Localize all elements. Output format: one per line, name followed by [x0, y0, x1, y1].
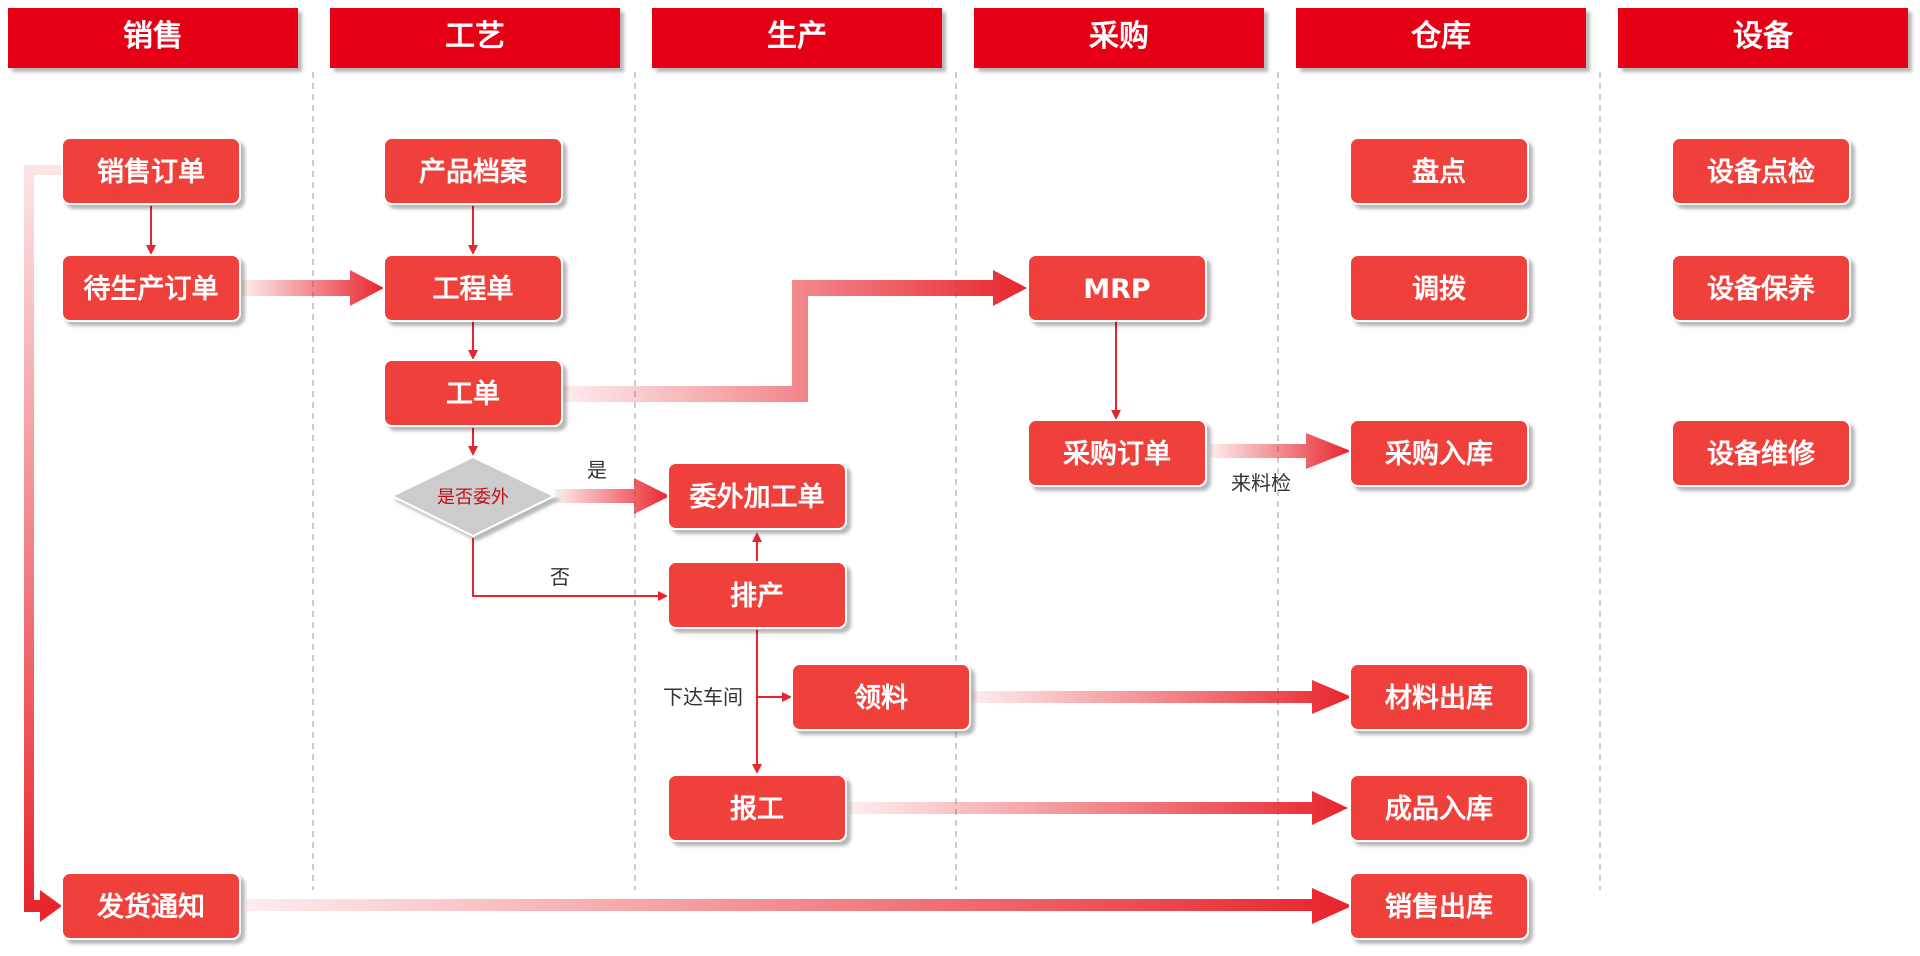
node-sales-outbound: 销售出库 — [1349, 872, 1529, 940]
arrow-workorder-to-mrp — [560, 270, 1027, 402]
arrow-decision-no-to-scheduling — [472, 538, 668, 601]
lane-title-purchasing: 采购 — [1089, 19, 1149, 54]
node-work-report: 报工 — [667, 774, 847, 842]
node-scheduling: 排产 — [667, 561, 847, 629]
arrow-decision-to-outsource — [555, 478, 670, 514]
lane-title-warehouse: 仓库 — [1411, 19, 1471, 54]
node-purchase-inbound: 采购入库 — [1349, 419, 1529, 487]
lane-title-production: 生产 — [767, 19, 827, 54]
node-transfer: 调拨 — [1349, 254, 1529, 322]
node-label: 材料出库 — [1385, 683, 1493, 714]
node-label: 工单 — [446, 379, 500, 410]
node-product-archive: 产品档案 — [383, 137, 563, 205]
node-outsource-order: 委外加工单 — [667, 462, 847, 530]
node-label: 采购入库 — [1385, 439, 1493, 470]
node-work-order: 工单 — [383, 359, 563, 427]
node-finished-inbound: 成品入库 — [1349, 774, 1529, 842]
node-outsource-decision: 是否委外 — [389, 455, 557, 538]
nodes: 销售订单 待生产订单 发货通知 产品档案 工程单 工单 是否委外 — [61, 137, 1851, 940]
lane-header-warehouse: 仓库 — [1296, 8, 1586, 68]
node-label: 排产 — [730, 581, 784, 612]
lane-header-production: 生产 — [652, 8, 942, 68]
edge-label-issue-to-workshop: 下达车间 — [663, 685, 743, 709]
node-label: 工程单 — [433, 274, 514, 305]
arrow-pending-to-engineering — [242, 270, 384, 306]
node-label: 产品档案 — [419, 156, 528, 188]
node-purchase-order: 采购订单 — [1027, 419, 1207, 487]
connectors — [24, 165, 1352, 924]
node-sales-order: 销售订单 — [61, 137, 241, 205]
node-label: 委外加工单 — [690, 482, 825, 513]
node-material-requisition: 领料 — [791, 663, 971, 731]
lane-title-process: 工艺 — [445, 19, 505, 54]
lane-title-equipment: 设备 — [1733, 19, 1794, 54]
node-equipment-maintenance: 设备保养 — [1671, 254, 1851, 322]
edge-label-incoming-inspection: 来料检 — [1231, 471, 1291, 495]
arrow-requisition-to-material-outbound — [972, 680, 1352, 714]
lane-header-equipment: 设备 — [1618, 8, 1908, 68]
node-equipment-repair: 设备维修 — [1671, 419, 1851, 487]
node-label: 销售出库 — [1385, 891, 1493, 923]
lane-headers: 销售 工艺 生产 采购 仓库 设备 — [8, 8, 1908, 68]
lane-header-process: 工艺 — [330, 8, 620, 68]
node-label: 设备维修 — [1707, 439, 1816, 470]
node-label: 成品入库 — [1385, 794, 1493, 825]
node-material-outbound: 材料出库 — [1349, 663, 1529, 731]
node-pending-production-order: 待生产订单 — [61, 254, 241, 322]
node-mrp: MRP — [1027, 254, 1207, 322]
node-label: 设备保养 — [1707, 273, 1815, 305]
node-label: MRP — [1083, 274, 1150, 305]
lane-header-purchasing: 采购 — [974, 8, 1264, 68]
node-shipping-notice: 发货通知 — [61, 872, 241, 940]
node-label: 盘点 — [1412, 156, 1466, 188]
node-label: 待生产订单 — [84, 274, 219, 305]
arrow-sales-order-to-shipping — [24, 165, 62, 922]
node-equipment-inspection: 设备点检 — [1671, 137, 1851, 205]
node-label: 销售订单 — [97, 156, 205, 188]
edge-label-yes: 是 — [587, 458, 607, 482]
node-label: 发货通知 — [96, 891, 205, 923]
node-label: 采购订单 — [1063, 439, 1171, 470]
node-inventory-check: 盘点 — [1349, 137, 1529, 205]
edge-labels: 是 否 来料检 下达车间 — [550, 458, 1291, 709]
node-label: 领料 — [854, 683, 908, 714]
arrow-shipping-to-sales-outbound — [246, 888, 1352, 924]
node-label: 设备点检 — [1707, 156, 1815, 188]
node-engineering-order: 工程单 — [383, 254, 563, 322]
arrow-purchase-to-inbound — [1210, 433, 1351, 469]
lane-header-sales: 销售 — [8, 8, 298, 68]
node-label: 报工 — [730, 794, 784, 825]
arrow-report-to-finished-inbound — [850, 791, 1348, 825]
decision-label: 是否委外 — [437, 487, 509, 508]
lane-title-sales: 销售 — [123, 19, 183, 54]
node-label: 调拨 — [1412, 274, 1467, 305]
edge-label-no: 否 — [550, 565, 570, 589]
